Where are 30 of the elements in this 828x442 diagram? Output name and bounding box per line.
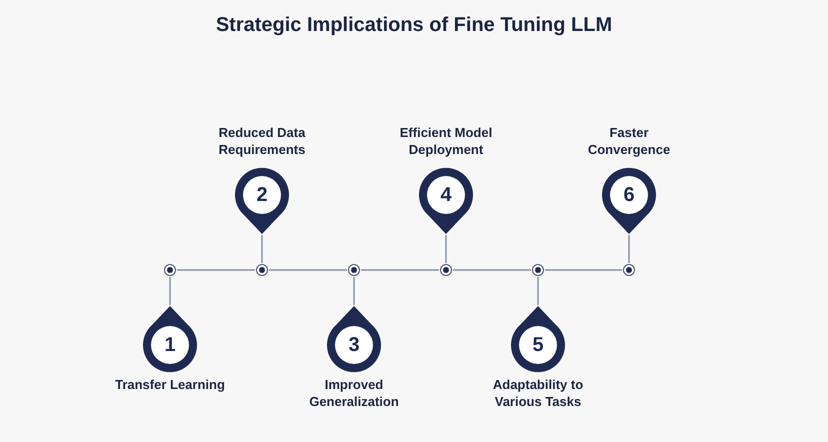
timeline-dot bbox=[256, 264, 268, 276]
timeline-line bbox=[177, 269, 255, 271]
connector-line bbox=[261, 235, 263, 263]
diagram-title: Strategic Implications of Fine Tuning LLM bbox=[214, 14, 614, 37]
step-number: 3 bbox=[347, 333, 361, 357]
timeline-line bbox=[269, 269, 347, 271]
connector-line bbox=[353, 277, 355, 305]
timeline-line bbox=[453, 269, 531, 271]
timeline-line bbox=[361, 269, 439, 271]
milestone-label: Improved Generalization bbox=[308, 376, 400, 410]
step-number: 5 bbox=[531, 333, 545, 357]
milestone-label: Reduced Data Requirements bbox=[218, 124, 306, 158]
timeline-line bbox=[545, 269, 622, 271]
step-number: 2 bbox=[255, 183, 269, 207]
milestone-label: Efficient Model Deployment bbox=[398, 124, 494, 158]
timeline-dot bbox=[164, 264, 176, 276]
step-number: 6 bbox=[622, 183, 636, 207]
connector-line bbox=[445, 235, 447, 263]
timeline-dot bbox=[622, 264, 634, 276]
timeline-dot bbox=[440, 264, 452, 276]
step-number: 1 bbox=[163, 333, 177, 357]
connector-line bbox=[169, 277, 171, 305]
step-number: 4 bbox=[439, 183, 453, 207]
timeline-dot bbox=[348, 264, 360, 276]
milestone-label: Transfer Learning bbox=[114, 376, 226, 393]
connector-line bbox=[628, 235, 630, 263]
connector-line bbox=[537, 277, 539, 305]
timeline-dot bbox=[532, 264, 544, 276]
milestone-label: Adaptability to Various Tasks bbox=[492, 376, 584, 410]
milestone-label: Faster Convergence bbox=[586, 124, 672, 158]
